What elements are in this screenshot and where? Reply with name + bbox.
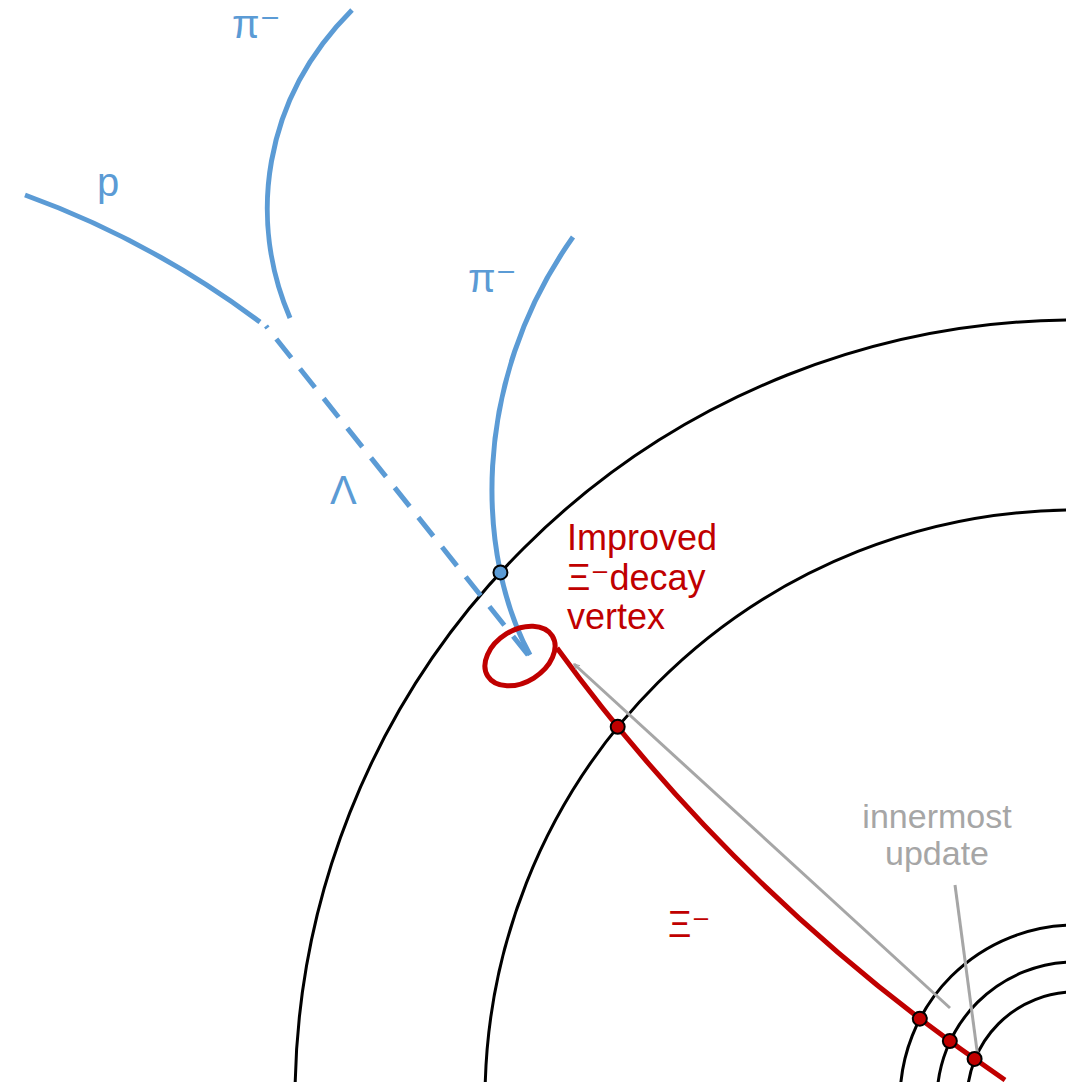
detector-layer: [900, 925, 1066, 1082]
detector-layer: [967, 992, 1066, 1082]
particle-label: π⁻: [232, 2, 281, 46]
particle-label: π⁻: [468, 256, 517, 300]
particle-label: Ξ⁻: [668, 905, 710, 945]
detector-layer: [485, 510, 1066, 1082]
particle-label: Λ: [330, 468, 357, 512]
hit-dot: [913, 1012, 927, 1026]
vertex-label: Improved Ξ⁻decay vertex: [567, 518, 757, 637]
hit-dot: [943, 1034, 957, 1048]
annotation-label: innermost update: [826, 798, 1048, 873]
hit-dot: [968, 1052, 982, 1066]
vertex-ellipse: [474, 614, 566, 698]
hit-dot: [611, 720, 625, 734]
leader-arrow: [955, 885, 978, 1058]
particle-label: p: [97, 160, 119, 204]
lambda-track: [266, 326, 528, 655]
detector-layer: [295, 320, 1066, 1082]
detector-layers: [295, 320, 1066, 1082]
proton-track: [25, 195, 260, 322]
detector-layer: [937, 962, 1066, 1082]
hit-dot: [493, 565, 507, 579]
pion-track: [267, 10, 352, 318]
